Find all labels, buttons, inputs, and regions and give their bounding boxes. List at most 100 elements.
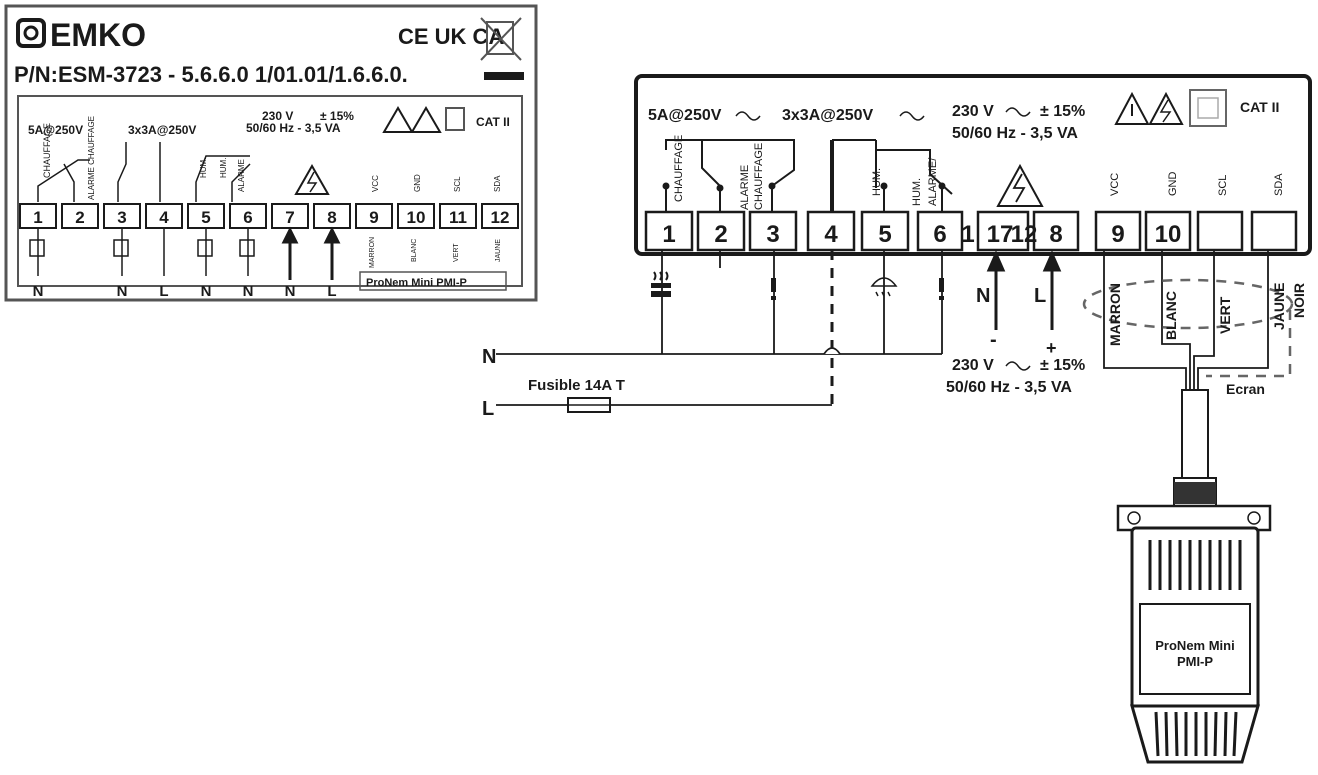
terminal-8: 8 [1049,221,1062,248]
supply-arrows [986,250,1062,330]
alarm-icon-2 [939,278,944,300]
func-hum-2: HUM. [911,178,923,206]
sensor-cable [1181,389,1209,481]
label-wire-jaune: JAUNE [495,239,502,262]
func-gnd: GND [1167,172,1179,197]
terminal-9: 9 [1111,221,1124,248]
label-terminal-10: 10 [407,208,426,227]
terminal-3: 3 [766,221,779,248]
sensor-name-2: PMI-P [1177,654,1213,669]
part-number: P/N:ESM-3723 - 5.6.6.0 1/01.01/1.6.6.0. [14,62,408,87]
terminal-2: 2 [714,221,727,248]
relay1-rating: 5A@250V [648,107,722,124]
label-below-1: N [33,283,44,300]
humidity-sensor: ProNem Mini PMI-P [1116,477,1272,764]
warning-triangle-icon [1114,91,1150,125]
label-terminal-9: 9 [369,208,378,227]
label-terminal-4: 4 [159,208,169,227]
label-wire-marron: MARRON [369,237,376,268]
label-func-gnd: GND [413,174,422,192]
label-func-scl: SCL [453,176,462,192]
bottom-supply-frequency: 50/60 Hz - 3,5 VA [946,379,1072,396]
label-terminal-5: 5 [201,208,210,227]
label-relay1-rating: 5A@250V [28,123,83,137]
device-label: EMKO CE UK CA P/N:ESM-3723 - 5.6.6.0 1/0… [4,4,538,302]
label-terminal-12: 12 [491,208,510,227]
label-below-4: L [159,283,168,300]
weee-bin-icon [480,17,522,61]
label-terminal-1: 1 [33,208,42,227]
label-cat: CAT II [476,115,510,129]
label-relay2-rating: 3x3A@250V [128,123,196,137]
certification-marks: CE UK CA [398,24,504,49]
func-alarme: ALARME [739,165,751,210]
func-vcc: VCC [1109,173,1121,196]
wire-jaune: JAUNE [1271,283,1287,330]
label-supply-freq: 50/60 Hz - 3,5 VA [246,121,341,135]
label-func-sda: SDA [493,175,502,192]
wire-vert: VERT [1217,296,1233,334]
humidifier-icon [870,277,898,297]
func-sda: SDA [1273,173,1285,196]
label-func-hum1: HUM. [199,158,208,178]
label-below-8: L [327,283,336,300]
relay2-rating: 3x3A@250V [782,107,874,124]
terminal-4: 4 [824,221,838,248]
terminal-6: 6 [933,221,946,248]
bottom-supply-tolerance: ± 15% [1040,357,1085,374]
sensor-wires [1103,250,1269,390]
wire-noir: NOIR [1291,283,1307,318]
terminal-1: 1 [662,221,675,248]
label-wire-vert: VERT [453,243,460,262]
terminal-10: 10 [1155,221,1182,248]
terminal-5: 5 [878,221,891,248]
wire-blanc: BLANC [1163,291,1179,340]
label-wire-blanc: BLANC [411,239,418,262]
label-tolerance: ± 15% [320,109,354,123]
sensor-name-1: ProNem Mini [1155,638,1234,653]
supply-frequency: 50/60 Hz - 3,5 VA [952,125,1078,142]
double-insulation-icon [1189,89,1227,127]
label-terminal-2: 2 [75,208,84,227]
supply-minus: - [990,329,997,351]
label-below-3: N [117,283,128,300]
func-alarme-chauffage: CHAUFFAGE [753,143,765,210]
label-supply: 230 V [262,109,293,123]
line-live: L [482,398,494,420]
wiring [496,250,943,406]
label-func-vcc: VCC [371,175,380,192]
func-chauffage: CHAUFFAGE [673,135,685,202]
label-below-5: N [201,283,212,300]
heater-icon [651,271,671,297]
warning-triangle-icon [382,106,465,133]
label-func-chauffage: CHAUFFAGE [42,123,52,178]
bottom-supply-voltage: 230 V [952,357,994,374]
fuse-label: Fusible 14A T [528,377,625,394]
supply-l: L [1034,285,1046,307]
label-func-hum2: HUM. [219,158,228,178]
label-terminal-8: 8 [327,208,336,227]
label-below-6: N [243,283,254,300]
electric-hazard-icon [996,163,1044,207]
supply-plus: + [1046,338,1057,358]
terminal-strip: 1 2 3 4 5 6 1 17 12 8 9 10 [644,210,1298,252]
controller-panel: 5A@250V 3x3A@250V 230 V ± 15% 50/60 Hz -… [634,74,1312,256]
label-below-7: N [285,283,296,300]
terminal-12: 12 [1011,221,1038,248]
label-func-alarme2: ALARME [237,159,246,192]
supply-tolerance: ± 15% [1040,103,1085,120]
label-terminal-6: 6 [243,208,252,227]
alarm-icon [771,278,776,300]
func-scl: SCL [1217,175,1229,196]
terminal-17: 17 [987,221,1014,248]
shield-label: Ecran [1226,381,1265,397]
label-terminal-3: 3 [117,208,126,227]
label-func-alarme: ALARME CHAUFFAGE [87,116,96,200]
supply-voltage: 230 V [952,103,994,120]
hazard-icon [294,163,330,195]
shield-loop [1082,278,1294,330]
line-neutral: N [482,346,496,368]
label-terminal-11: 11 [449,208,467,227]
brand-name: EMKO [50,17,146,53]
